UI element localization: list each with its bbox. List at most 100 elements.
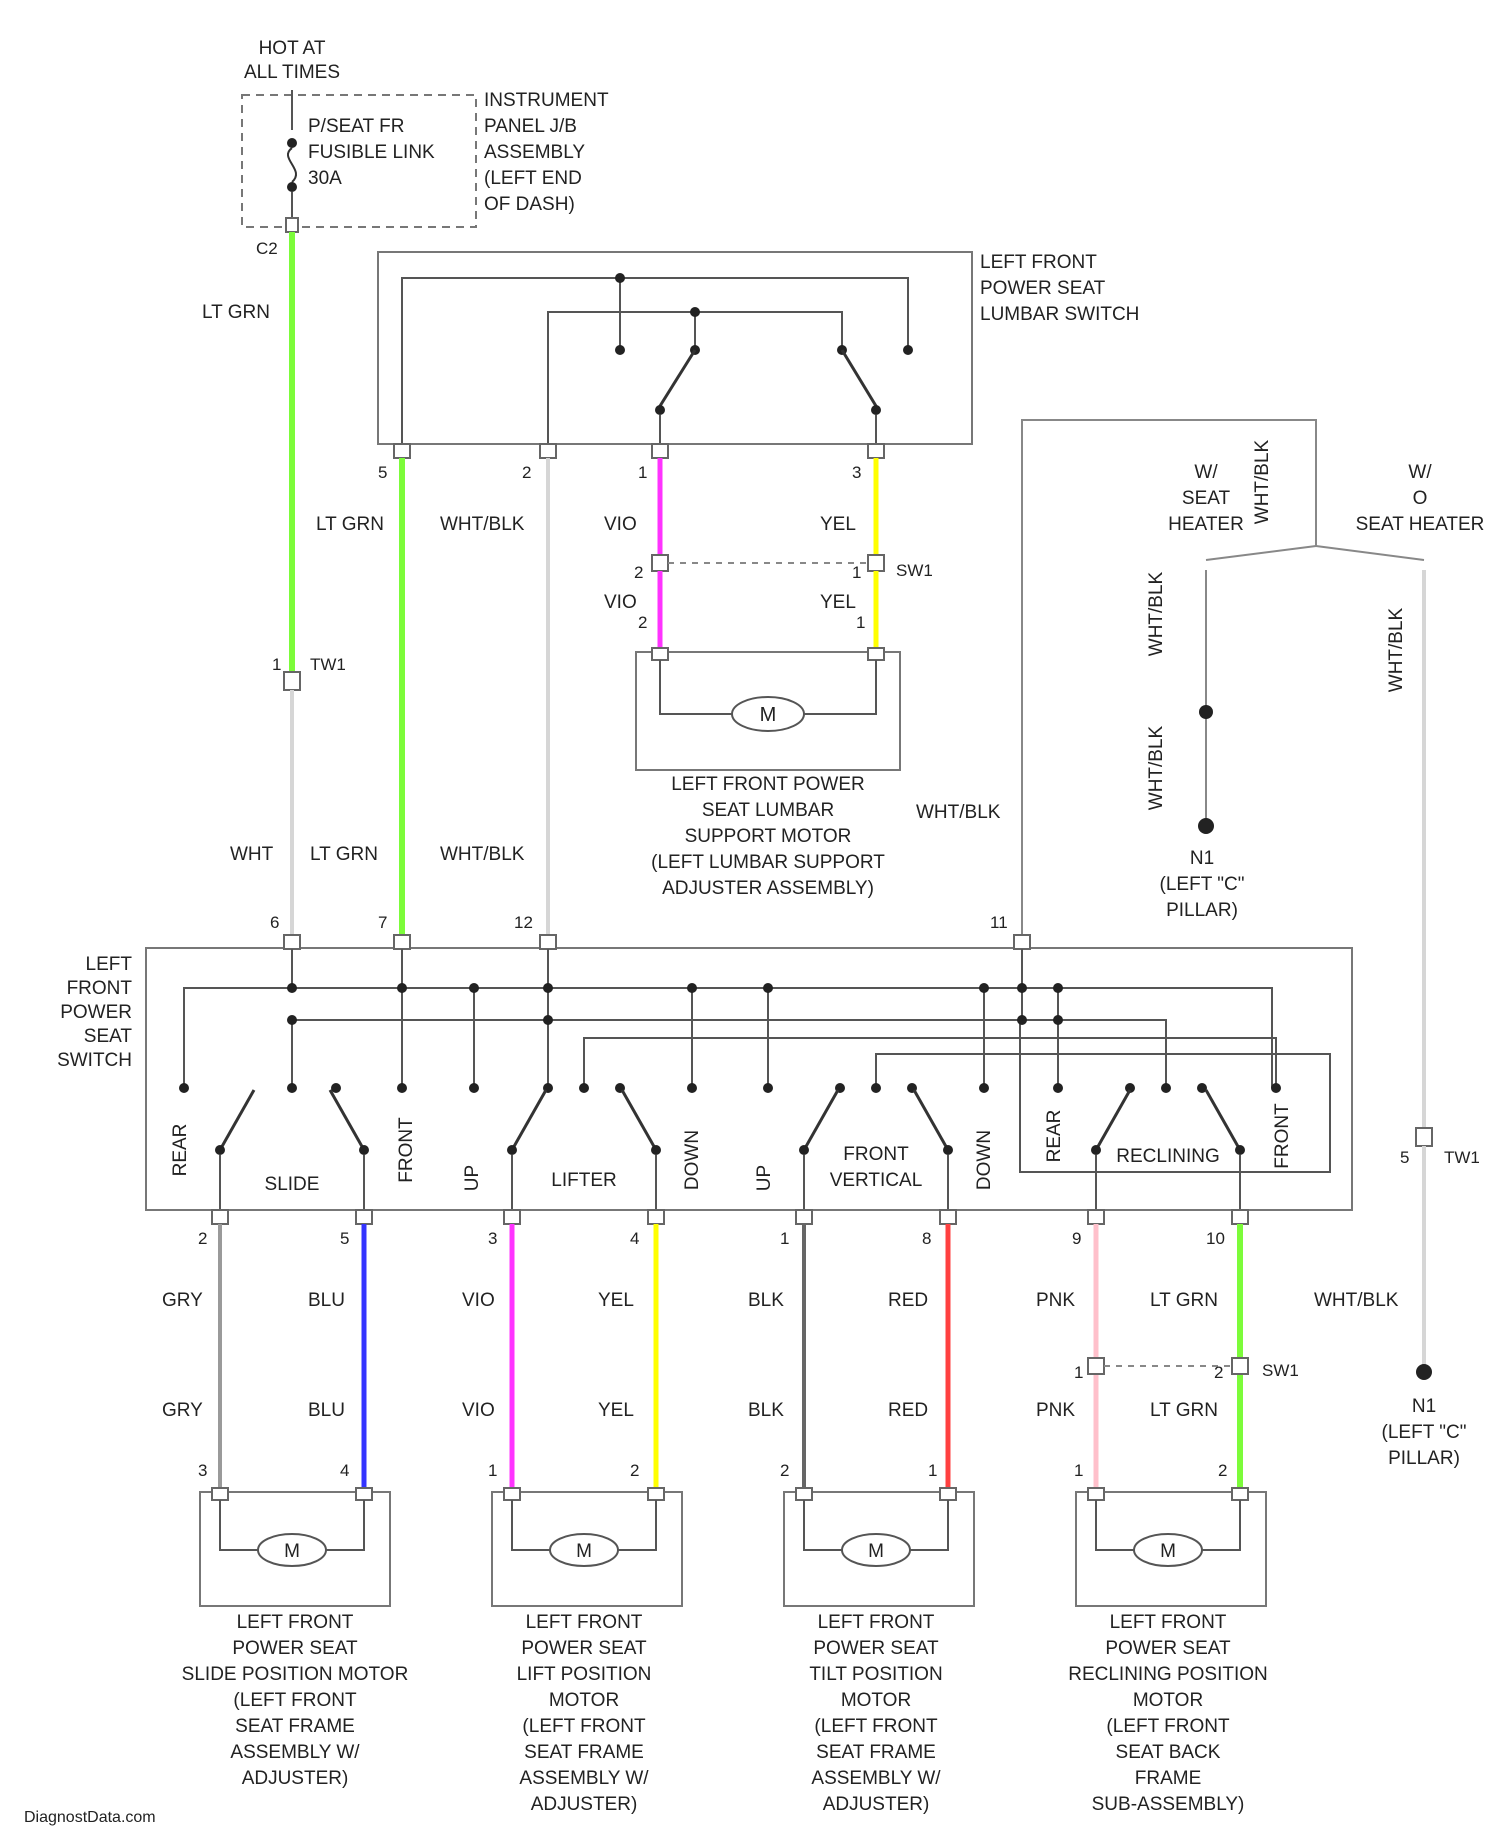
- main-switch-pin-7: 7: [378, 913, 387, 932]
- motor-slide-pin-a: 3: [198, 1461, 207, 1480]
- main-switch-title-3: POWER: [60, 1002, 132, 1023]
- main-switch-pin-2: 2: [198, 1229, 207, 1248]
- main-switch-title-5: SWITCH: [57, 1050, 132, 1071]
- slide-front-label: FRONT: [396, 1117, 417, 1183]
- motor-slide-title-3: SLIDE POSITION MOTOR: [182, 1664, 409, 1685]
- motor-lift: 1 2 M LEFT FRONT POWER SEAT LIFT POSITIO…: [488, 1461, 682, 1815]
- tw1-label-heater: TW1: [1444, 1148, 1480, 1167]
- connector-c2-label: C2: [256, 239, 278, 258]
- switch-arms: [220, 1090, 1240, 1150]
- wire-label-red-2: RED: [888, 1400, 928, 1421]
- motor-tilt-title-1: LEFT FRONT: [818, 1612, 935, 1633]
- wire-label-wht: WHT: [230, 844, 274, 865]
- ground-n1-lower-line-1: (LEFT "C": [1382, 1422, 1467, 1443]
- wire-label-gry-1: GRY: [162, 1290, 203, 1311]
- recline-rear-label: REAR: [1044, 1110, 1065, 1163]
- wire-label-wht-blk-1: WHT/BLK: [440, 514, 525, 535]
- wire-label-wht-blk-lower: WHT/BLK: [1314, 1290, 1399, 1311]
- ground-n1-upper-icon: [1198, 818, 1214, 834]
- section-front-vertical-2: VERTICAL: [830, 1170, 923, 1191]
- wire-label-lt-grn-3: LT GRN: [1150, 1290, 1218, 1311]
- motor-recline-pin-a: 1: [1074, 1461, 1083, 1480]
- wire-label-red-1: RED: [888, 1290, 928, 1311]
- lumbar-switch-pin-2: 2: [522, 463, 531, 482]
- panel-line-1: INSTRUMENT: [484, 90, 609, 111]
- motor-tilt-title-2: POWER SEAT: [813, 1638, 939, 1659]
- motor-slide-title-1: LEFT FRONT: [237, 1612, 354, 1633]
- motor-recline-title-7: FRAME: [1135, 1768, 1202, 1789]
- motor-lift-title-5: (LEFT FRONT: [522, 1716, 646, 1737]
- wire-label-yel-3: YEL: [598, 1290, 634, 1311]
- main-switch-pin-11: 11: [990, 913, 1008, 932]
- motor-tilt-symbol: M: [868, 1541, 884, 1562]
- lumbar-motor: M LEFT FRONT POWER SEAT LUMBAR SUPPORT M…: [636, 648, 900, 899]
- main-switch-pin-4: 4: [630, 1229, 639, 1248]
- wire-label-lt-grn-4: LT GRN: [1150, 1400, 1218, 1421]
- motor-recline-title-2: POWER SEAT: [1105, 1638, 1231, 1659]
- motor-tilt-title-4: MOTOR: [841, 1690, 911, 1711]
- panel-line-4: (LEFT END: [484, 168, 582, 189]
- wire-label-pnk-2: PNK: [1036, 1400, 1075, 1421]
- wire-label-vio-3: VIO: [462, 1290, 495, 1311]
- motor-recline-title-8: SUB-ASSEMBLY): [1092, 1794, 1245, 1815]
- motor-slide-title-7: ADJUSTER): [242, 1768, 349, 1789]
- vertical-down-label: DOWN: [974, 1130, 995, 1190]
- heater-wo-3: SEAT HEATER: [1356, 514, 1485, 535]
- ground-n1-upper-id: N1: [1190, 848, 1214, 869]
- motor-symbol: M: [760, 704, 777, 726]
- motor-recline-pin-b: 2: [1218, 1461, 1227, 1480]
- source-wire: LT GRN 1 TW1 WHT: [202, 232, 346, 935]
- sw1-label-recline: SW1: [1262, 1361, 1299, 1380]
- motor-tilt: 2 1 M LEFT FRONT POWER SEAT TILT POSITIO…: [780, 1461, 974, 1815]
- main-switch-title-2: FRONT: [67, 978, 133, 999]
- switch-arm-drops: [220, 1155, 1240, 1210]
- motor-slide-title-6: ASSEMBLY W/: [230, 1742, 360, 1763]
- motor-recline-title-5: (LEFT FRONT: [1106, 1716, 1230, 1737]
- heater-ground-section: WHT/BLK WHT/BLK W/ SEAT HEATER W/ O SEAT…: [916, 420, 1484, 1469]
- recline-front-label: FRONT: [1272, 1103, 1293, 1169]
- motor-recline-title-6: SEAT BACK: [1116, 1742, 1221, 1763]
- fuse-type: FUSIBLE LINK: [308, 142, 435, 163]
- switch-arm-contacts: [215, 1145, 1245, 1155]
- heater-w-1: W/: [1194, 462, 1218, 483]
- hot-at-label: HOT AT: [259, 38, 326, 59]
- motor-lift-title-2: POWER SEAT: [521, 1638, 647, 1659]
- lumbar-motor-title-4: (LEFT LUMBAR SUPPORT: [651, 852, 885, 873]
- motor-recline-title-4: MOTOR: [1133, 1690, 1203, 1711]
- lumbar-switch-pin-3: 3: [852, 463, 861, 482]
- tw1-label: TW1: [310, 655, 346, 674]
- wire-label-blk-2: BLK: [748, 1400, 784, 1421]
- ground-n1-upper-line-1: (LEFT "C": [1160, 874, 1245, 895]
- main-switch-pin-1: 1: [780, 1229, 789, 1248]
- motor-lift-title-1: LEFT FRONT: [526, 1612, 643, 1633]
- main-switch-pin-5: 5: [340, 1229, 349, 1248]
- lumbar-motor-pin-2: 2: [638, 613, 647, 632]
- lumbar-motor-title-1: LEFT FRONT POWER: [671, 774, 865, 795]
- section-lifter: LIFTER: [551, 1170, 616, 1191]
- lumbar-motor-title-2: SEAT LUMBAR: [702, 800, 834, 821]
- motor-slide-pin-b: 4: [340, 1461, 349, 1480]
- motor-tilt-pin-b: 1: [928, 1461, 937, 1480]
- vertical-up-label: UP: [754, 1165, 775, 1191]
- motor-tilt-title-5: (LEFT FRONT: [814, 1716, 938, 1737]
- motor-recline: 1 2 M LEFT FRONT POWER SEAT RECLINING PO…: [1068, 1461, 1268, 1815]
- section-slide: SLIDE: [265, 1174, 320, 1195]
- all-times-label: ALL TIMES: [244, 62, 340, 83]
- wire-label-yel-4: YEL: [598, 1400, 634, 1421]
- lifter-up-label: UP: [462, 1165, 483, 1191]
- fusible-link-icon: [288, 148, 296, 182]
- motor-tilt-title-8: ADJUSTER): [823, 1794, 930, 1815]
- tw1-pin-1: 1: [272, 655, 281, 674]
- panel-line-3: ASSEMBLY: [484, 142, 585, 163]
- wire-label-yel-1: YEL: [820, 514, 856, 535]
- recline-sw1-pin-2: 2: [1214, 1363, 1223, 1382]
- splice-point: [1199, 705, 1213, 719]
- wire-label-wht-blk-heater: WHT/BLK: [916, 802, 1001, 823]
- wire-label-yel-2: YEL: [820, 592, 856, 613]
- motor-slide-title-4: (LEFT FRONT: [233, 1690, 357, 1711]
- heater-wo-2: O: [1413, 488, 1428, 509]
- ground-n1-lower-id: N1: [1412, 1396, 1436, 1417]
- fuse-rating: 30A: [308, 168, 342, 189]
- motor-slide: 3 4 M LEFT FRONT POWER SEAT SLIDE POSITI…: [182, 1461, 409, 1789]
- wire-label-pnk-1: PNK: [1036, 1290, 1075, 1311]
